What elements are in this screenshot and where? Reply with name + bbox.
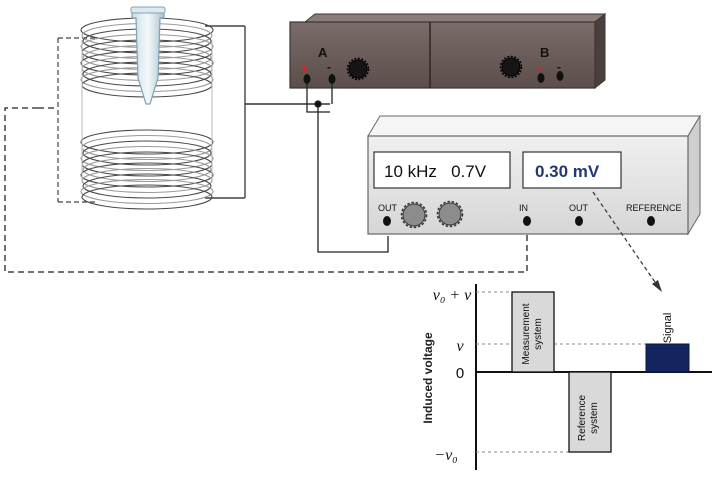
terminal-a-minus-sign: -	[327, 60, 331, 74]
coil-winding	[81, 184, 213, 210]
coil-winding	[81, 167, 213, 194]
bar-measurement-label-line2: system	[533, 318, 544, 350]
y-axis-label: Induced voltage	[421, 332, 435, 424]
port-out-label: OUT	[569, 203, 589, 213]
bar-reference-system	[568, 371, 612, 453]
bar-measurement-system	[511, 291, 555, 373]
port-out-generator-jack[interactable]	[383, 216, 391, 226]
coil-assembly	[57, 6, 330, 210]
channel-a-label: A	[318, 45, 328, 60]
tick-label-v0-plus-v: v₀ + v	[433, 287, 472, 304]
channel-b-label: B	[540, 45, 549, 60]
coil-winding	[82, 173, 212, 199]
port-reference-label: REFERENCE	[626, 203, 682, 213]
port-reference-jack[interactable]	[647, 216, 655, 226]
port-out-generator-label: OUT	[378, 203, 398, 213]
generator-display	[373, 151, 511, 189]
terminal-b-minus[interactable]	[556, 71, 564, 81]
coil-winding	[82, 156, 212, 183]
terminal-b-minus-sign: -	[557, 60, 561, 74]
port-out-jack[interactable]	[575, 216, 583, 226]
induced-voltage-graph: Induced voltage v₀ + v v 0 −v₀ Measureme…	[421, 284, 712, 470]
coil-frame	[57, 25, 330, 203]
bar-signal	[645, 343, 690, 373]
port-in-jack[interactable]	[523, 216, 531, 226]
port-in-label: IN	[519, 203, 528, 213]
tick-label-minus-v0: −v₀	[434, 447, 457, 464]
bar-reference-label-line2: system	[589, 402, 600, 434]
terminal-a-plus[interactable]	[303, 74, 311, 84]
lockin-knob-1-icon[interactable]	[400, 201, 428, 229]
signal-display	[522, 151, 622, 189]
coil-winding	[80, 129, 214, 155]
coil-winding	[80, 178, 214, 205]
knob-a-icon[interactable]	[346, 57, 370, 81]
lower-coil	[80, 129, 214, 210]
terminal-b-plus[interactable]	[537, 73, 545, 83]
knob-b-icon[interactable]	[499, 55, 523, 79]
terminal-b-plus-sign: +	[536, 61, 543, 75]
coil-winding	[82, 140, 212, 166]
terminal-a-minus[interactable]	[328, 74, 336, 84]
bar-measurement-label-line1: Measurement	[521, 303, 532, 364]
sample-tube	[130, 6, 166, 105]
coil-winding	[80, 162, 214, 188]
bar-signal-label: Signal	[662, 313, 674, 344]
signal-arrow	[592, 191, 662, 292]
signal-display-text: 0.30 mV	[535, 162, 600, 181]
coil-winding	[80, 145, 214, 172]
wiring-amp	[306, 84, 389, 253]
tick-label-zero: 0	[456, 365, 464, 382]
terminal-a-plus-sign: +	[301, 62, 308, 76]
generator-display-text: 10 kHz 0.7V	[384, 162, 487, 181]
lockin-knob-2-icon[interactable]	[436, 200, 464, 228]
amplifier: A B + - + -	[289, 12, 607, 90]
tick-label-v: v	[456, 338, 464, 355]
reference-wire	[4, 107, 528, 273]
lockin-amplifier: 10 kHz 0.7V 0.30 mV OUT IN OUT REFERENCE	[367, 114, 701, 236]
bar-reference-label-line1: Reference	[577, 394, 588, 441]
